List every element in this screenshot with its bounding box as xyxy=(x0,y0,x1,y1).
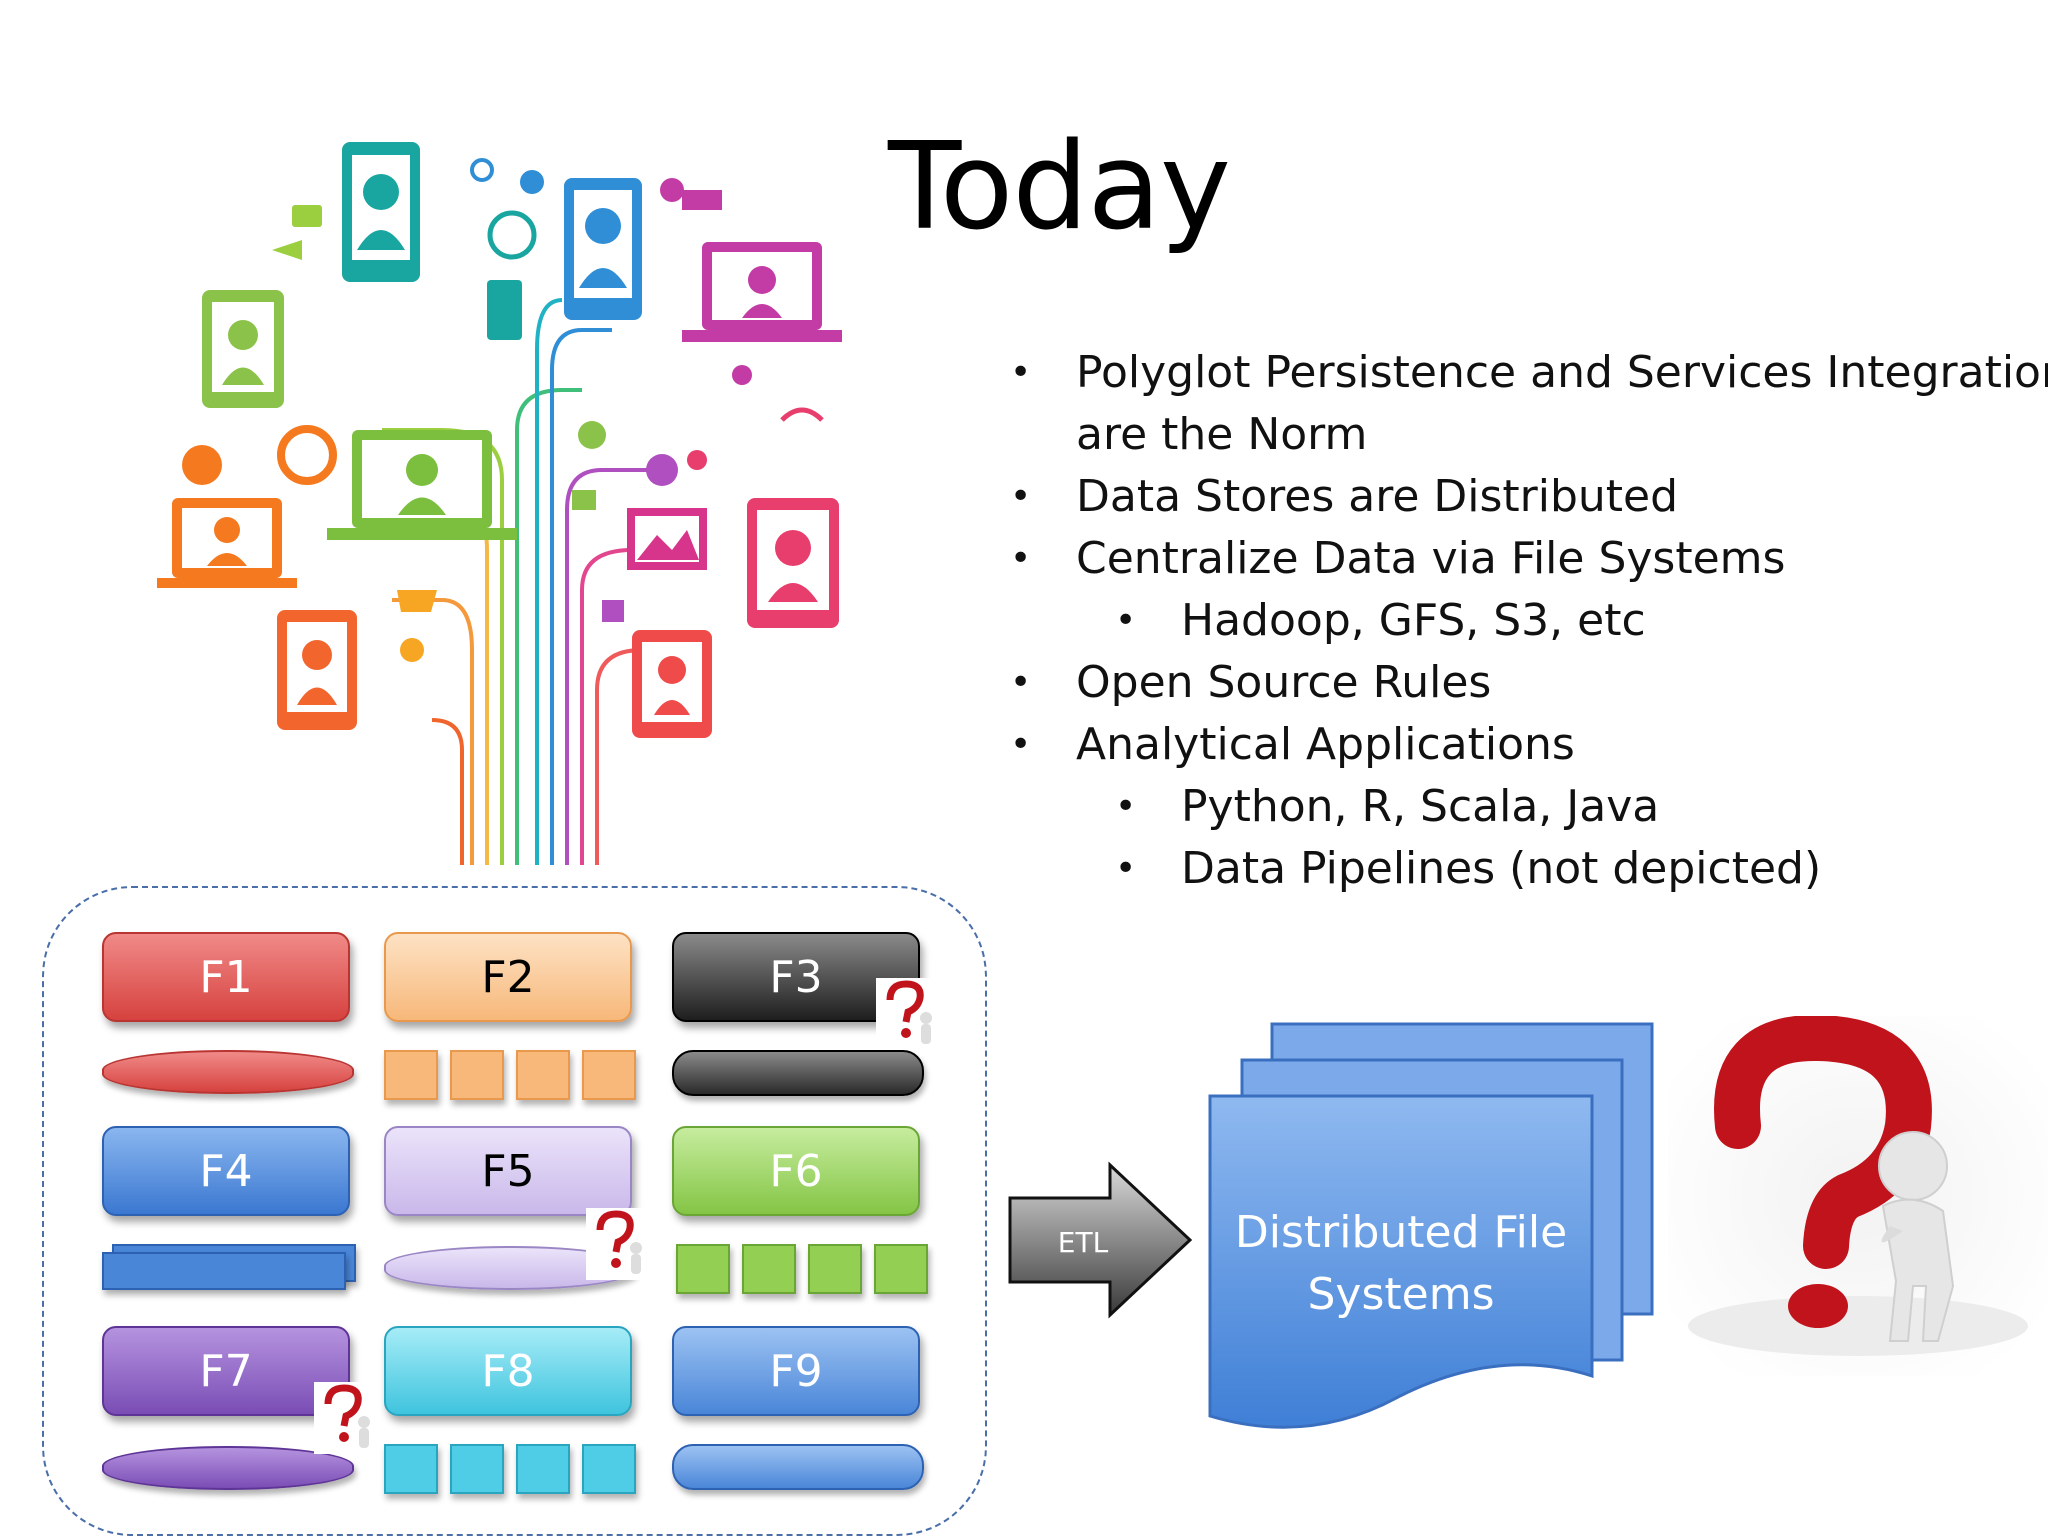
question-person-icon xyxy=(876,978,944,1050)
cylinder-store-f1 xyxy=(102,1050,354,1094)
store-label: F2 xyxy=(481,951,535,1003)
bullet-text: Open Source Rules xyxy=(1076,657,1492,708)
store-f9: F9 xyxy=(672,1326,920,1416)
bullet-text: Centralize Data via File Systems xyxy=(1076,533,1786,584)
cylinder-store-f3 xyxy=(672,1050,924,1096)
bullet-text: Data Stores are Distributed xyxy=(1076,471,1679,522)
bullet-dot: • xyxy=(1010,724,1032,765)
block-store-f6 xyxy=(874,1244,928,1294)
store-label: F6 xyxy=(769,1145,823,1197)
bullet-text: Data Pipelines (not depicted) xyxy=(1181,843,1822,894)
bullet-dot: • xyxy=(1010,538,1032,579)
block-store-f2 xyxy=(450,1050,504,1100)
bullet-text: Python, R, Scala, Java xyxy=(1181,781,1660,832)
store-f6: F6 xyxy=(672,1126,920,1216)
store-f7: F7 xyxy=(102,1326,350,1416)
store-label: F3 xyxy=(769,951,823,1003)
block-store-f8 xyxy=(516,1444,570,1494)
social-tree-illustration xyxy=(157,142,842,865)
etl-label: ETL xyxy=(1058,1226,1109,1259)
block-store-f2 xyxy=(516,1050,570,1100)
document-stack-icon xyxy=(1208,1022,1654,1429)
question-person-icon xyxy=(1668,1016,2048,1376)
block-store-f6 xyxy=(808,1244,862,1294)
bullet-dot: • xyxy=(1010,662,1032,703)
block-store-f8 xyxy=(450,1444,504,1494)
bullet-dot: • xyxy=(1010,476,1032,517)
etl-arrow-icon: ETL xyxy=(1008,1161,1193,1319)
bullet-dot: • xyxy=(1115,600,1137,641)
question-person-icon xyxy=(314,1382,382,1454)
store-f4: F4 xyxy=(102,1126,350,1216)
cylinder-store-f9 xyxy=(672,1444,924,1490)
block-store-f6 xyxy=(742,1244,796,1294)
block-store-f8 xyxy=(384,1444,438,1494)
store-f3: F3 xyxy=(672,932,920,1022)
store-label: F8 xyxy=(481,1345,535,1397)
dfs-label-line: Systems xyxy=(1307,1269,1495,1320)
store-f8: F8 xyxy=(384,1326,632,1416)
dfs-label: Distributed File Systems xyxy=(1210,1202,1592,1326)
store-label: F1 xyxy=(199,951,253,1003)
bullet-text: Analytical Applications xyxy=(1076,719,1575,770)
cylinder-store-f7 xyxy=(102,1446,354,1490)
block-store-f2 xyxy=(384,1050,438,1100)
bullet-text: Hadoop, GFS, S3, etc xyxy=(1181,595,1646,646)
bullet-dot: • xyxy=(1010,352,1032,393)
store-f5: F5 xyxy=(384,1126,632,1216)
data-stores-frame xyxy=(42,886,987,1536)
bullet-text: Polyglot Persistence and Services Integr… xyxy=(1076,347,2048,398)
store-label: F9 xyxy=(769,1345,823,1397)
dfs-label-line: Distributed File xyxy=(1234,1207,1568,1258)
bullet-text: are the Norm xyxy=(1076,409,1368,460)
bullet-dot: • xyxy=(1115,848,1137,889)
slide-title: Today xyxy=(888,118,1231,257)
question-person-icon xyxy=(586,1208,654,1280)
store-f2: F2 xyxy=(384,932,632,1022)
block-store-f2 xyxy=(582,1050,636,1100)
stacked-store-f4 xyxy=(102,1252,346,1290)
block-store-f8 xyxy=(582,1444,636,1494)
store-label: F7 xyxy=(199,1345,253,1397)
block-store-f6 xyxy=(676,1244,730,1294)
store-label: F4 xyxy=(199,1145,253,1197)
bullet-dot: • xyxy=(1115,786,1137,827)
store-f1: F1 xyxy=(102,932,350,1022)
store-label: F5 xyxy=(481,1145,535,1197)
